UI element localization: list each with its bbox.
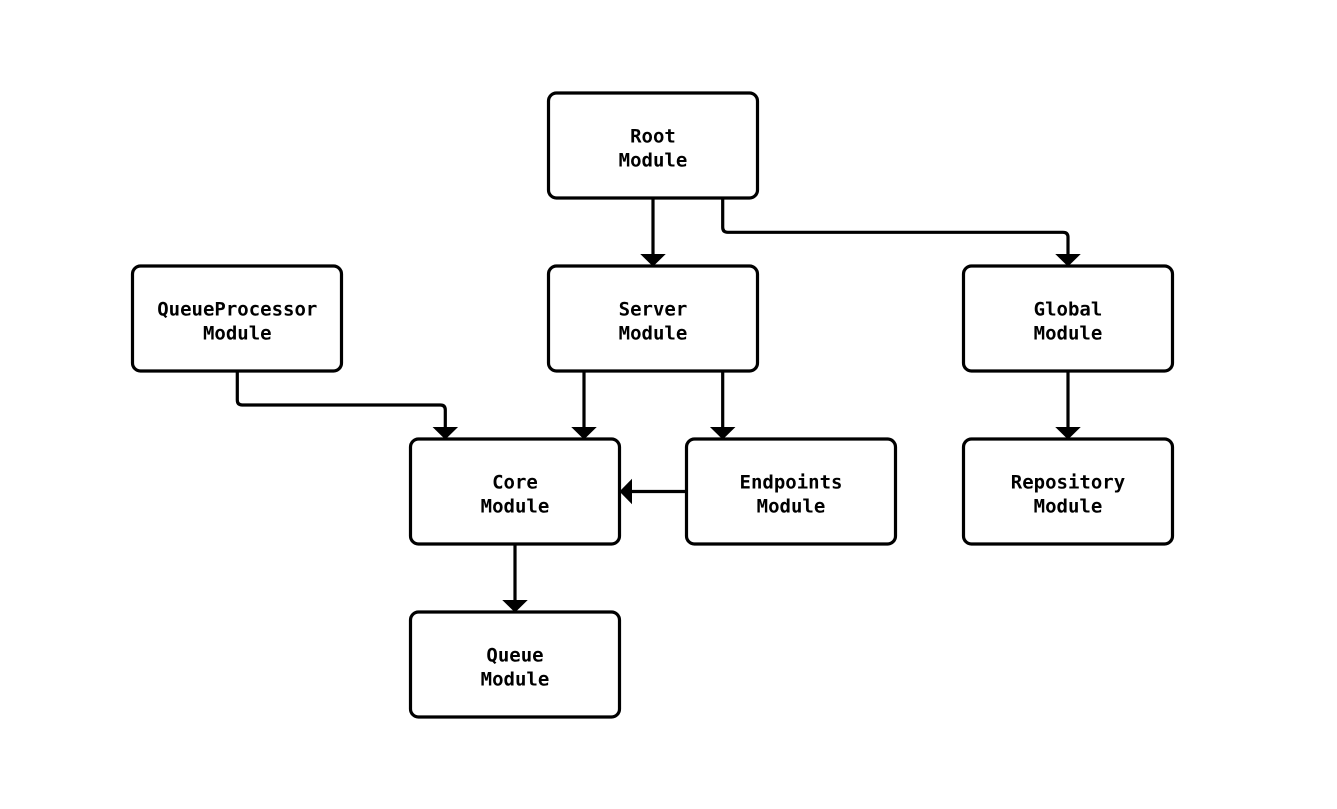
node-core-module-label-line2: Module: [481, 495, 550, 517]
node-queueprocessor-module-label-line2: Module: [203, 322, 272, 344]
node-queue-module: Queue Module: [408, 610, 622, 719]
edge-server-to-endpoints: [709, 371, 736, 440]
node-global-module-label-line1: Global: [1034, 299, 1103, 321]
node-global-module: Global Module: [961, 264, 1175, 373]
edge-queueprocessor-to-core-line: [235, 371, 447, 429]
edge-root-to-global-line: [721, 198, 1070, 256]
edge-server-to-core: [571, 371, 597, 440]
edge-endpoints-to-core: [619, 478, 687, 505]
node-root-module-box: [546, 91, 760, 200]
node-repository-module: Repository Module: [961, 437, 1175, 546]
edge-queueprocessor-to-core: [235, 371, 459, 440]
node-repository-module-label-line2: Module: [1034, 495, 1103, 517]
node-queueprocessor-module-box: [130, 264, 344, 373]
node-root-module: Root Module: [546, 91, 760, 200]
node-server-module-label-line2: Module: [619, 322, 688, 344]
edge-queueprocessor-to-core-arrowhead: [432, 427, 459, 440]
node-server-module: Server Module: [546, 264, 760, 373]
node-root-module-label-line2: Module: [619, 149, 688, 171]
edge-root-to-global: [721, 198, 1081, 267]
node-repository-module-box: [961, 437, 1175, 546]
node-queue-module-box: [408, 610, 622, 719]
node-endpoints-module-label-line2: Module: [757, 495, 826, 517]
node-core-module-box: [408, 437, 622, 546]
node-queueprocessor-module: QueueProcessor Module: [130, 264, 344, 373]
edge-server-to-core-arrowhead: [571, 427, 597, 440]
node-endpoints-module: Endpoints Module: [684, 437, 898, 546]
edge-root-to-global-arrowhead: [1055, 254, 1081, 267]
node-root-module-label-line1: Root: [630, 126, 676, 148]
edge-endpoints-to-core-arrowhead: [619, 478, 632, 505]
node-queue-module-label-line2: Module: [481, 668, 550, 690]
node-server-module-label-line1: Server: [619, 299, 688, 321]
edge-root-to-server: [640, 198, 666, 267]
edge-root-to-server-arrowhead: [640, 254, 666, 267]
node-queueprocessor-module-label-line1: QueueProcessor: [157, 299, 317, 321]
node-core-module: Core Module: [408, 437, 622, 546]
node-queue-module-label-line1: Queue: [486, 645, 543, 667]
node-repository-module-label-line1: Repository: [1011, 472, 1125, 494]
node-endpoints-module-label-line1: Endpoints: [740, 472, 843, 494]
node-global-module-label-line2: Module: [1034, 322, 1103, 344]
edge-core-to-queue-arrowhead: [502, 600, 528, 613]
edge-global-to-repository: [1055, 371, 1081, 440]
edge-core-to-queue: [502, 544, 528, 613]
edge-global-to-repository-arrowhead: [1055, 427, 1081, 440]
node-server-module-box: [546, 264, 760, 373]
edge-server-to-endpoints-arrowhead: [709, 427, 736, 440]
node-core-module-label-line1: Core: [492, 472, 538, 494]
node-endpoints-module-box: [684, 437, 898, 546]
node-global-module-box: [961, 264, 1175, 373]
